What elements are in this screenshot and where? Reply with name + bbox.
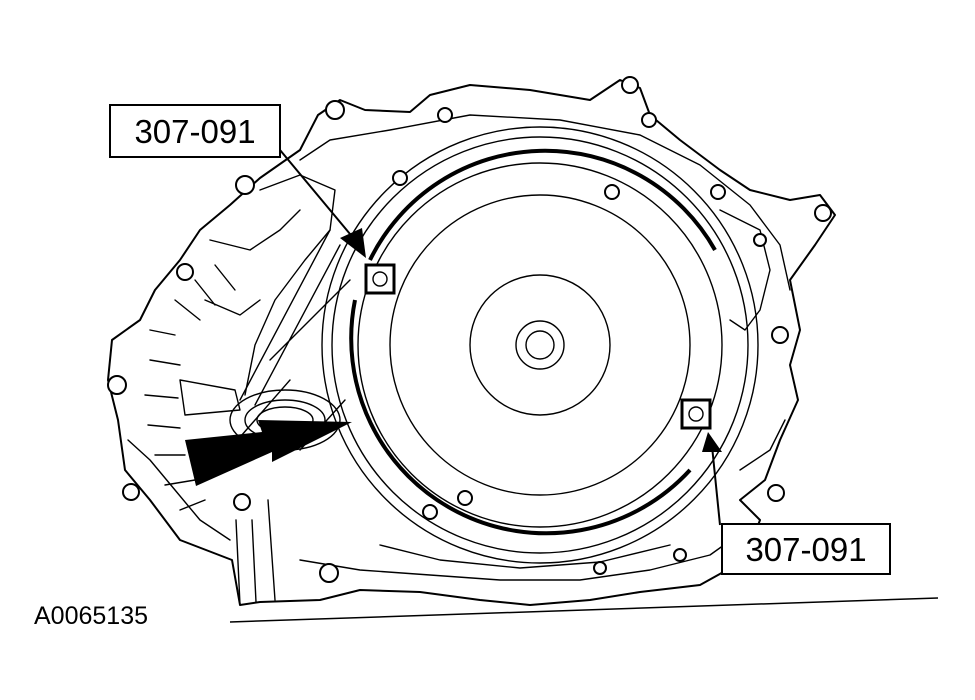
tool-locator-top [364, 263, 396, 295]
seal-ring-assembly [321, 126, 759, 564]
callout-top: 307-091 [109, 104, 281, 158]
top-callout-leader [279, 149, 366, 258]
figure-id: A0065135 [34, 602, 148, 630]
bolt-holes [107, 76, 832, 583]
bottom-callout-leader [702, 432, 722, 526]
tool-locator-bottom [680, 398, 712, 430]
callout-bottom-label: 307-091 [745, 531, 866, 568]
baseline-rule [229, 597, 939, 623]
direction-arrow [185, 420, 352, 486]
callout-bottom: 307-091 [721, 523, 891, 575]
callout-top-label: 307-091 [134, 113, 255, 150]
